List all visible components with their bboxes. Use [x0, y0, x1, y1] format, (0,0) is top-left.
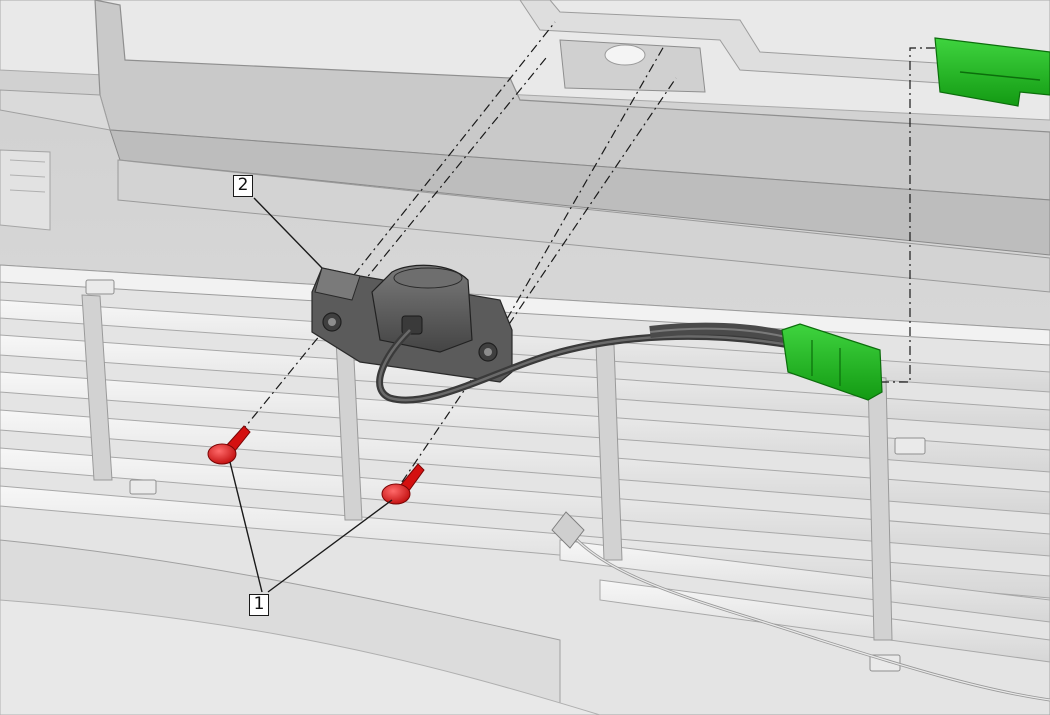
callout-1: 1 [249, 594, 269, 616]
grille-ribs [81, 294, 893, 641]
camera-body [371, 264, 473, 353]
screw-right [381, 463, 425, 505]
grille-slats [0, 299, 1050, 663]
wire-clip [551, 511, 585, 549]
camera-connector [781, 323, 883, 401]
upper-connector [934, 37, 1050, 107]
leader-lines [229, 197, 393, 593]
callout-2: 2 [233, 175, 253, 197]
screw-left [207, 425, 251, 465]
camera-bracket [311, 264, 513, 383]
lower-bumper [0, 539, 601, 715]
alignment-lines [227, 21, 938, 483]
